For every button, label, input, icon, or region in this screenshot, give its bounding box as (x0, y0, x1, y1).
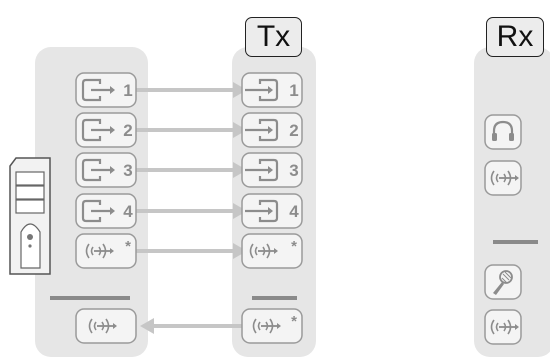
source-return-tile (75, 308, 137, 344)
rx-separator (493, 240, 538, 244)
port-number: * (291, 313, 297, 330)
signal-arrow (130, 162, 247, 178)
source-separator (50, 296, 130, 300)
rx-tile (484, 264, 522, 300)
signal-arrow (130, 82, 247, 98)
audio-signal-icon (252, 318, 281, 334)
tx-separator (252, 296, 297, 300)
audio-signal-icon (85, 243, 114, 259)
source-output-tile: 3 (75, 152, 137, 188)
signal-arrow (130, 203, 247, 219)
signal-arrow (130, 122, 247, 138)
port-number: 3 (289, 161, 298, 180)
port-number: 2 (123, 121, 132, 140)
tx-input-tile: 4 (241, 193, 303, 229)
port-number: * (291, 238, 297, 255)
rx-tile (484, 160, 522, 196)
rx-label: Rx (486, 17, 544, 57)
source-output-tile: 4 (75, 193, 137, 229)
output-port-icon (81, 158, 115, 182)
output-port-icon (81, 78, 115, 102)
input-port-icon (245, 199, 279, 223)
tx-input-tile: 1 (241, 72, 303, 108)
source-output-tile: 1 (75, 72, 137, 108)
tx-input-tile: * (241, 233, 303, 269)
port-number: 2 (289, 121, 298, 140)
port-number: 4 (289, 202, 299, 221)
output-port-icon (81, 199, 115, 223)
audio-signal-icon (490, 319, 519, 335)
microphone-icon (493, 270, 513, 295)
computer-tower-icon (9, 157, 51, 275)
input-port-icon (245, 158, 279, 182)
port-number: 1 (289, 81, 298, 100)
signal-arrow (140, 318, 250, 334)
audio-signal-icon (249, 243, 278, 259)
output-port-icon (81, 118, 115, 142)
input-port-icon (245, 78, 279, 102)
tx-label: Tx (245, 17, 302, 57)
input-port-icon (245, 118, 279, 142)
port-number: 3 (123, 161, 132, 180)
signal-arrow (130, 243, 247, 259)
tx-return-tile: * (241, 308, 303, 344)
rx-tile (484, 309, 522, 345)
port-number: 4 (123, 202, 133, 221)
port-number: * (125, 238, 131, 255)
source-output-tile: * (75, 233, 137, 269)
audio-signal-icon (88, 318, 117, 334)
tx-input-tile: 2 (241, 112, 303, 148)
audio-signal-icon (490, 170, 519, 186)
headphones-icon (492, 120, 514, 141)
source-output-tile: 2 (75, 112, 137, 148)
rx-tile (484, 114, 522, 150)
tx-input-tile: 3 (241, 152, 303, 188)
port-number: 1 (123, 81, 132, 100)
